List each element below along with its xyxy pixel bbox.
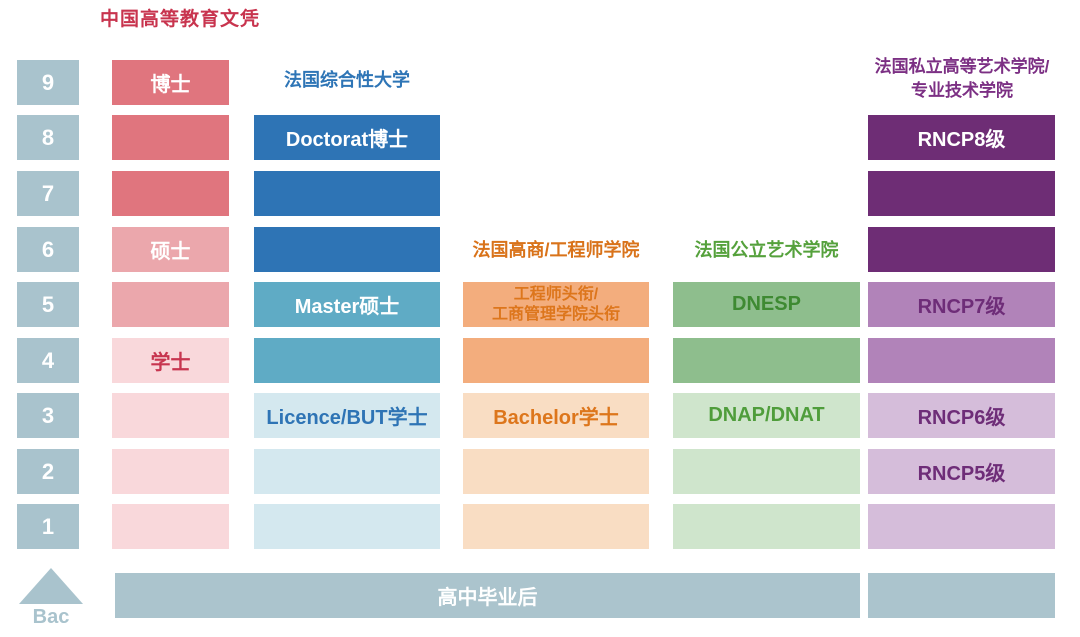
cell-private-art-l7 bbox=[868, 171, 1055, 216]
level-axis-5: 5 bbox=[17, 282, 79, 327]
cell-public-art-dnap-dnat: DNAP/DNAT bbox=[673, 393, 860, 438]
cell-china-l8 bbox=[112, 115, 229, 160]
cell-china-master: 硕士 bbox=[112, 227, 229, 272]
cell-china-l1 bbox=[112, 504, 229, 549]
cell-china-bachelor: 学士 bbox=[112, 338, 229, 383]
engineer-title-line2: 工商管理学院头衔 bbox=[491, 305, 620, 323]
level-axis-9: 9 bbox=[17, 60, 79, 105]
cell-university-doctorat: Doctorat博士 bbox=[254, 115, 440, 160]
private-art-header-line1: 法国私立高等艺术学院/ bbox=[874, 57, 1050, 76]
level-axis-2: 2 bbox=[17, 449, 79, 494]
cell-university-l1 bbox=[254, 504, 440, 549]
cell-university-licence: Licence/BUT学士 bbox=[254, 393, 440, 438]
level-axis-1: 1 bbox=[17, 504, 79, 549]
cell-business-l2 bbox=[463, 449, 649, 494]
baseline-bar-after-highschool: 高中毕业后 bbox=[115, 573, 860, 618]
cell-university-l4 bbox=[254, 338, 440, 383]
cell-china-l3 bbox=[112, 393, 229, 438]
cell-business-engineer-title: 工程师头衔/ 工商管理学院头衔 bbox=[463, 282, 649, 327]
cell-private-art-rncp7: RNCP7级 bbox=[868, 282, 1055, 327]
cell-china-l5 bbox=[112, 282, 229, 327]
cell-private-art-l4 bbox=[868, 338, 1055, 383]
cell-university-l2 bbox=[254, 449, 440, 494]
column-header-university: 法国综合性大学 bbox=[284, 70, 410, 90]
level-axis-7: 7 bbox=[17, 171, 79, 216]
column-header-private-art: 法国私立高等艺术学院/ 专业技术学院 bbox=[857, 55, 1067, 103]
cell-china-doctor: 博士 bbox=[112, 60, 229, 105]
bac-label: Bac bbox=[32, 606, 70, 628]
cell-china-l7 bbox=[112, 171, 229, 216]
cell-china-l2 bbox=[112, 449, 229, 494]
cell-business-bachelor: Bachelor学士 bbox=[463, 393, 649, 438]
cell-university-master: Master硕士 bbox=[254, 282, 440, 327]
level-axis-8: 8 bbox=[17, 115, 79, 160]
engineer-title-line1: 工程师头衔/ bbox=[513, 285, 599, 303]
column-header-business-engineering: 法国高商/工程师学院 bbox=[472, 240, 640, 260]
cell-public-art-l1 bbox=[673, 504, 860, 549]
cell-public-art-l2 bbox=[673, 449, 860, 494]
baseline-label: 高中毕业后 bbox=[437, 587, 538, 609]
cell-private-art-rncp5: RNCP5级 bbox=[868, 449, 1055, 494]
cell-business-l4 bbox=[463, 338, 649, 383]
cell-private-art-rncp6: RNCP6级 bbox=[868, 393, 1055, 438]
cell-public-art-dnesp: DNESP bbox=[673, 282, 860, 327]
cell-university-l6 bbox=[254, 227, 440, 272]
level-axis-6: 6 bbox=[17, 227, 79, 272]
cell-business-l1 bbox=[463, 504, 649, 549]
private-art-header-line2: 专业技术学院 bbox=[911, 81, 1013, 100]
cell-private-art-l6 bbox=[868, 227, 1055, 272]
cell-private-art-rncp8: RNCP8级 bbox=[868, 115, 1055, 160]
cell-university-l7 bbox=[254, 171, 440, 216]
level-axis-3: 3 bbox=[17, 393, 79, 438]
page-title: 中国高等教育文凭 bbox=[100, 9, 261, 30]
cell-public-art-l4 bbox=[673, 338, 860, 383]
level-axis-4: 4 bbox=[17, 338, 79, 383]
baseline-bar-right-segment bbox=[868, 573, 1055, 618]
bac-up-arrow-icon bbox=[19, 568, 83, 604]
column-header-public-art: 法国公立艺术学院 bbox=[694, 240, 839, 260]
cell-private-art-l1 bbox=[868, 504, 1055, 549]
